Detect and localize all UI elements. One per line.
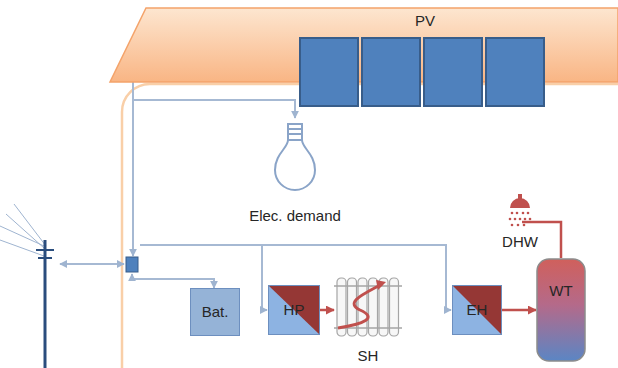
node-bulb: Elec. demand [240,118,350,226]
bulb-icon [275,124,315,190]
pv-panel [300,38,358,106]
grid-pole [0,204,54,368]
pv-panel [486,38,544,106]
node-shape [536,258,586,362]
converter-box [453,286,502,335]
heat-flow [548,222,561,258]
battery-box [191,289,240,336]
node-roof: PV [108,6,618,84]
node-label: DHW [502,233,538,250]
heat-triangle [453,286,501,334]
shower-icon [509,194,548,226]
node-shape [108,6,618,84]
node-label: WT [549,282,572,299]
node-split: HP [268,285,320,335]
junction-box [126,257,138,272]
pv-panel [424,38,482,106]
node-shower: DHW [492,194,548,250]
heat-triangle [269,286,319,334]
heat-flow [502,309,536,312]
node-label: PV [415,12,435,29]
node-label: EH [467,301,488,318]
node-label: Elec. demand [249,207,341,224]
node-split: EH [452,285,502,335]
node-label: Bat. [202,303,229,320]
node-label: SH [358,347,379,364]
node-radiator: SH [334,272,402,366]
node-battery: Bat. [190,288,240,336]
pv-panel [362,38,420,106]
power-wires [60,72,451,310]
water-tank [537,259,585,361]
converter-box [269,286,320,335]
radiator-icon [334,278,402,336]
house-outline [122,84,618,368]
node-tank: WT [536,258,586,362]
heat-flow [320,309,334,312]
node-label: HP [284,301,305,318]
